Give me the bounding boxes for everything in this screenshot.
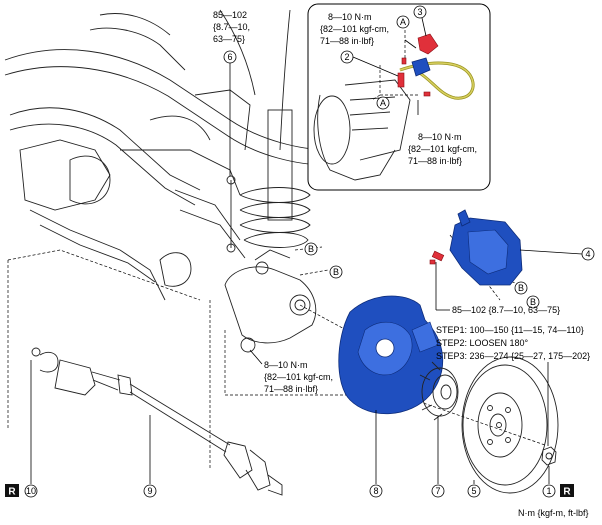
dust-shield <box>338 295 444 415</box>
rear-subframe-drawing <box>4 9 331 353</box>
callout-5: 5 <box>471 486 476 496</box>
callout-6: 6 <box>227 52 232 62</box>
inset-lower-torque-line3: 71—88 in·lbf} <box>408 156 462 166</box>
brake-disc <box>461 356 559 494</box>
torque-top-line2: {8.7—10, <box>213 22 250 32</box>
wheel-hub <box>419 361 459 421</box>
inset-lower-torque-line1: 8—10 N·m <box>418 132 462 142</box>
drive-shaft <box>31 347 283 496</box>
stabilizer-link-torque: 85—102 {8.7—10, 63—75} 6 <box>213 10 250 176</box>
callout-4: 4 <box>585 249 590 259</box>
ref-b-markers-caliper: B B <box>514 281 540 309</box>
inset-upper-torque-line2: {82—101 kgf-cm, <box>320 24 389 34</box>
callout-10: 10 <box>26 486 36 496</box>
units-legend: N·m {kgf-m, ft-lbf} <box>518 508 589 518</box>
replace-badge-left <box>5 484 19 497</box>
callout-7: 7 <box>435 486 440 496</box>
caliper-torque: 85—102 {8.7—10, 63—75} <box>452 305 560 315</box>
callout-3-circle <box>413 5 427 19</box>
brake-caliper <box>429 209 523 286</box>
knuckle-torque-line1: 8—10 N·m <box>264 360 308 370</box>
replace-badge-right-text: R <box>563 487 571 498</box>
knuckle-torque-line2: {82—101 kgf-cm, <box>264 372 333 382</box>
bottom-callouts: 1 5 7 8 9 10 <box>24 360 556 498</box>
ref-b-label-2: B <box>333 267 339 277</box>
callout-1: 1 <box>546 486 551 496</box>
replace-badge-right <box>560 484 574 497</box>
callout-9: 9 <box>147 486 152 496</box>
replace-badge-left-text: R <box>8 487 16 498</box>
hub-nut <box>541 446 557 466</box>
callout-8: 8 <box>373 486 378 496</box>
inset-upper-torque-line1: 8—10 N·m <box>328 12 372 22</box>
torque-top-line3: 63—75} <box>213 34 245 44</box>
hose-detail-inset: 8—10 N·m {82—101 kgf-cm, 71—88 in·lbf} 8… <box>307 3 491 191</box>
ref-b-label-4: B <box>530 297 536 307</box>
torque-top-line1: 85—102 <box>213 10 247 20</box>
knuckle-torque-line3: 71—88 in·lbf} <box>264 384 318 394</box>
ref-b-label-3: B <box>518 283 524 293</box>
callout-2: 2 <box>344 52 349 62</box>
inset-lower-torque-line2: {82—101 kgf-cm, <box>408 144 477 154</box>
ref-a-circle-lower <box>376 96 390 110</box>
inset-upper-torque-line3: 71—88 in·lbf} <box>320 36 374 46</box>
callout-3: 3 <box>417 7 422 17</box>
hub-nut-step-1: STEP1: 100—150 {11—15, 74—110} <box>436 325 584 335</box>
ref-b-label-1: B <box>308 244 314 254</box>
ref-a-label-lower: A <box>380 98 386 108</box>
ref-a-label-upper: A <box>400 17 406 27</box>
ref-a-circle-upper <box>396 15 410 29</box>
ref-b-markers-knuckle: B B <box>304 242 343 279</box>
hub-nut-step-3: STEP3: 236—274 {25—27, 175—202} <box>436 351 590 361</box>
hub-nut-step-2: STEP2: LOOSEN 180° <box>436 338 529 348</box>
